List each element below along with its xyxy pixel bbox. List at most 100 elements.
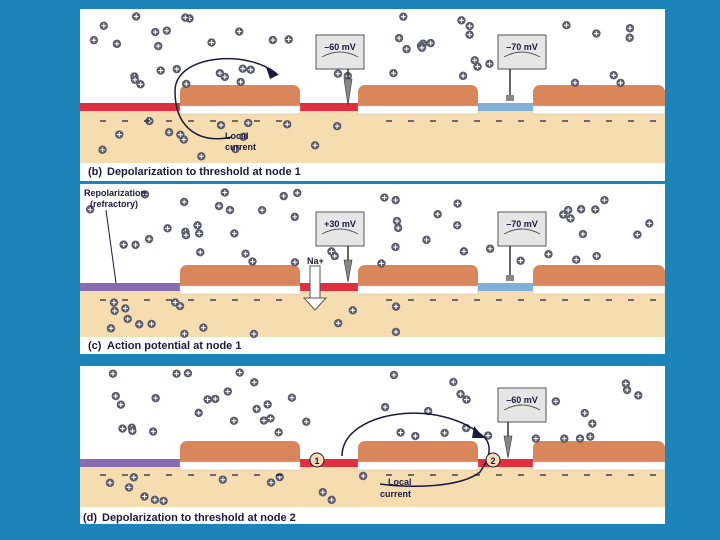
panel-letter: (d)	[83, 512, 97, 524]
plus-icon	[587, 434, 593, 440]
intracellular-cations	[105, 471, 368, 506]
plus-icon	[243, 251, 248, 257]
plus-icon	[212, 396, 218, 402]
plus-icon	[265, 401, 271, 407]
plus-icon	[463, 425, 469, 431]
plus-icon	[182, 331, 187, 337]
plus-icon	[150, 429, 156, 434]
plus-icon	[245, 120, 251, 126]
plus-icon	[166, 129, 172, 135]
plus-icon	[237, 370, 243, 375]
plus-icon	[174, 371, 179, 377]
myelin-sheath	[179, 441, 665, 471]
plus-icon	[122, 306, 128, 311]
node-1-membrane	[300, 459, 358, 467]
plus-icon	[100, 147, 105, 153]
plus-icon	[533, 436, 539, 441]
svg-text:1: 1	[314, 456, 319, 466]
plus-icon	[233, 146, 238, 152]
plus-icon	[393, 329, 399, 335]
plus-icon	[294, 190, 300, 196]
plus-icon	[624, 387, 630, 393]
plus-icon	[209, 40, 214, 45]
plus-icon	[222, 190, 228, 195]
plus-icon	[138, 81, 143, 87]
voltmeter-node-1: –60 mV	[315, 34, 365, 106]
plus-icon	[91, 37, 97, 43]
plus-icon	[236, 29, 242, 34]
plus-icon	[196, 410, 202, 416]
plus-icon	[161, 498, 166, 504]
voltmeter-node-2: –60 mV	[497, 387, 547, 459]
local-current-label: Local	[388, 477, 412, 487]
plus-icon	[627, 25, 633, 31]
plus-icon	[152, 497, 158, 503]
plus-icon	[132, 77, 138, 83]
plus-icon	[391, 70, 396, 76]
plus-icon	[240, 66, 246, 72]
plus-icon	[164, 28, 170, 34]
plus-icon	[312, 142, 318, 148]
plus-icon	[182, 15, 188, 21]
plus-icon	[153, 395, 159, 401]
membrane-depolarized-segment	[80, 103, 180, 111]
plus-icon	[286, 37, 292, 42]
plus-icon	[573, 257, 579, 263]
plus-icon	[125, 316, 131, 322]
voltmeter-reading: –70 mV	[506, 42, 538, 52]
plus-icon	[602, 197, 607, 203]
plus-icon	[281, 193, 287, 199]
axoplasm-region	[80, 291, 665, 337]
axoplasm-region	[80, 111, 665, 163]
plus-icon	[183, 232, 189, 238]
plus-icon	[454, 222, 460, 228]
plus-icon	[335, 71, 341, 77]
plus-icon	[635, 392, 641, 398]
plus-icon	[475, 64, 480, 70]
panel-d-diagram: 1 2 –60 mV Local current (d) Depolarizat…	[80, 366, 665, 524]
plus-icon	[487, 246, 493, 252]
plus-icon	[594, 253, 600, 259]
plus-icon	[391, 372, 397, 378]
plus-icon	[464, 397, 469, 403]
plus-icon	[114, 41, 120, 47]
plus-icon	[268, 416, 273, 421]
plus-icon	[177, 303, 183, 309]
plus-icon	[107, 480, 113, 486]
plus-icon	[112, 308, 118, 314]
plus-icon	[174, 66, 180, 72]
plus-icon	[450, 379, 456, 385]
plus-icon	[113, 393, 119, 399]
plus-icon	[459, 17, 464, 23]
sodium-ion-label: Na+	[307, 256, 324, 266]
plus-icon	[412, 433, 418, 439]
plus-icon	[589, 421, 595, 427]
local-current-arrow	[174, 58, 279, 140]
plus-icon	[181, 137, 187, 142]
plus-icon	[222, 74, 228, 80]
plus-icon	[395, 225, 401, 231]
node-2-marker: 2	[485, 452, 501, 468]
plus-icon	[565, 207, 571, 213]
plus-icon	[116, 132, 122, 137]
plus-icon	[220, 477, 226, 483]
plus-icon	[518, 258, 524, 264]
plus-icon	[205, 397, 211, 402]
arrowhead	[266, 67, 278, 79]
plus-icon	[165, 225, 170, 231]
plus-icon	[133, 242, 138, 248]
panel-letter: (b)	[88, 166, 102, 178]
plus-icon	[396, 35, 402, 41]
plus-icon	[592, 207, 598, 212]
plus-icon	[461, 248, 467, 254]
plus-icon	[195, 222, 200, 228]
node-1-membrane	[300, 283, 358, 291]
plus-icon	[467, 32, 473, 38]
intracellular-cations	[106, 298, 401, 339]
plus-icon	[111, 300, 117, 305]
plus-icon	[198, 153, 204, 159]
plus-icon	[419, 45, 425, 51]
voltmeter-node-1: +30 mV	[315, 211, 365, 283]
extracellular-cations	[85, 188, 654, 268]
voltmeter-reading: +30 mV	[324, 219, 356, 229]
